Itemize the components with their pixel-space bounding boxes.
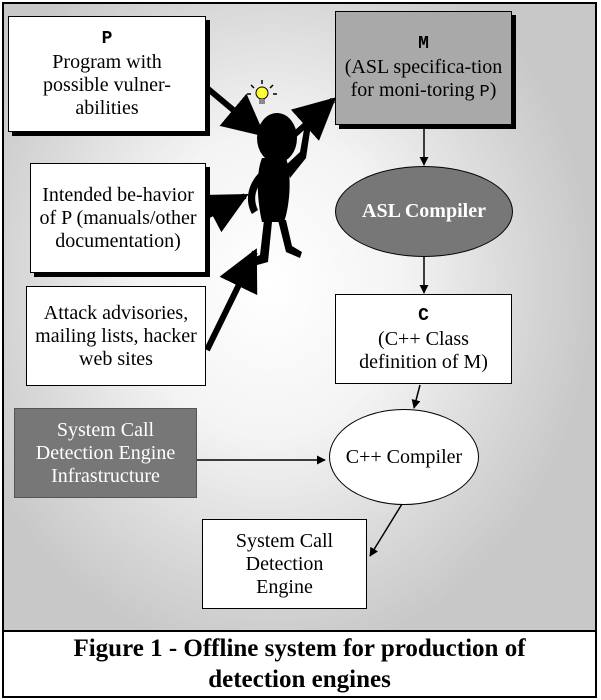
class-box: C (C++ Class definition of M): [335, 294, 512, 384]
spec-symbol-inline: P: [479, 82, 490, 102]
engine-box: System Call Detection Engine: [202, 519, 367, 609]
arrow-program-to-person: [205, 85, 266, 137]
behavior-text-before: Intended be-havior of: [39, 183, 194, 229]
spec-text: (ASL specifica-tion for moni-toring P): [336, 56, 511, 104]
program-symbol: P: [101, 29, 113, 49]
advisories-text: Attack advisories, mailing lists, hacker…: [35, 301, 197, 370]
engine-text: System Call Detection Engine: [235, 529, 334, 598]
figure-caption: Figure 1 - Offline system for production…: [4, 633, 595, 695]
program-box: P Program with possible vulner-abilities: [8, 16, 206, 132]
arrow-cpp-to-engine: [369, 503, 403, 557]
arrow-advisories-to-person: [204, 248, 258, 352]
behavior-symbol-inline: P: [61, 206, 72, 229]
caption-line-2: detection engines: [208, 666, 391, 693]
lightbulb-icon: [247, 80, 277, 104]
class-symbol: C: [418, 305, 429, 326]
infra-box: System Call Detection Engine Infrastruct…: [14, 408, 197, 498]
asl-compiler-label: ASL Compiler: [362, 200, 486, 222]
behavior-text: Intended be-havior of P (manuals/other d…: [31, 184, 205, 253]
program-text: Program with possible vulner-abilities: [43, 51, 171, 119]
arrow-person-to-spec: [290, 97, 337, 141]
behavior-box: Intended be-havior of P (manuals/other d…: [30, 163, 206, 273]
cpp-compiler-node: C++ Compiler: [329, 409, 479, 505]
caption-line-1: Figure 1 - Offline system for production…: [73, 635, 526, 662]
thinking-person-icon: [244, 113, 312, 268]
infra-text: System Call Detection Engine Infrastruct…: [35, 418, 176, 487]
arrow-class-to-cpp: [411, 384, 421, 409]
class-text: (C++ Class definition of M): [359, 327, 488, 373]
asl-compiler-node: ASL Compiler: [335, 166, 513, 257]
spec-text-before: (ASL specifica-tion for moni-toring: [344, 55, 503, 101]
spec-symbol: M: [418, 33, 429, 54]
arrow-behavior-to-person: [201, 193, 249, 233]
spec-box: M (ASL specifica-tion for moni-toring P): [335, 11, 512, 125]
behavior-text-after: (manuals/other documentation): [55, 206, 197, 252]
cpp-compiler-label: C++ Compiler: [345, 445, 463, 468]
spec-text-after: ): [489, 78, 497, 101]
advisories-box: Attack advisories, mailing lists, hacker…: [26, 286, 206, 386]
